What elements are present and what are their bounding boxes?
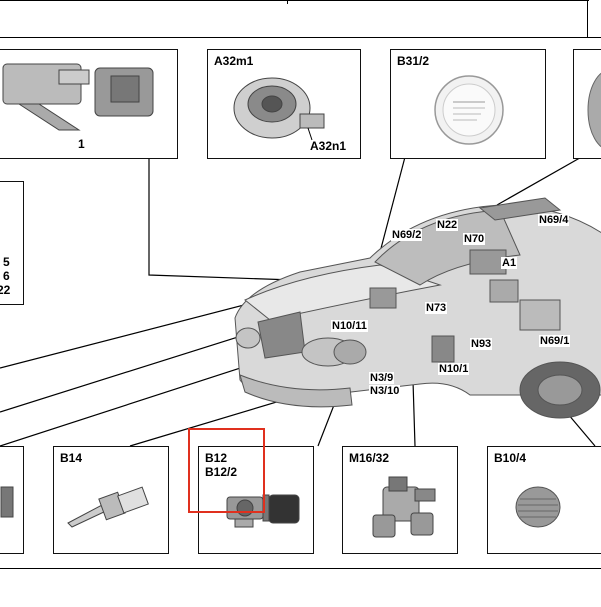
grille-sensor-illustration	[515, 486, 561, 528]
unit-1-label: 1	[78, 137, 85, 151]
callout-n69-4: N69/4	[538, 214, 570, 226]
callout-n22: N22	[436, 219, 459, 231]
b31-2-label: B31/2	[397, 54, 430, 68]
bottom-border-line	[0, 568, 601, 569]
callout-n93: N93	[470, 338, 493, 350]
a32m1-label: A32m1	[214, 54, 254, 68]
right-component-illustration	[587, 72, 601, 148]
temperature-sensor-illustration	[67, 486, 149, 528]
highlight-box-b12	[188, 428, 265, 513]
component-box-b31-2: B31/2	[390, 49, 546, 159]
callout-n3-10: N3/10	[369, 385, 401, 397]
left-number-22: 22	[0, 283, 11, 297]
component-box-b14: B14	[53, 446, 169, 554]
callout-n3-9: N3/9	[369, 372, 395, 384]
callout-n69-1: N69/1	[539, 335, 571, 347]
component-box-unit-1: 1	[0, 49, 178, 159]
b14-label: B14	[60, 451, 83, 465]
component-box-b10-4: B10/4	[487, 446, 601, 554]
sensor-disc-illustration	[434, 75, 504, 145]
left-partial-box: 5 6 22	[0, 181, 24, 305]
hvac-unit-illustration	[2, 63, 154, 131]
b10-4-label: B10/4	[494, 451, 527, 465]
callout-a1: A1	[501, 257, 518, 269]
b12-2-label: B12/2	[205, 465, 238, 479]
component-box-bottom-left-partial	[0, 446, 24, 554]
valve-illustration	[372, 476, 436, 538]
bottom-left-component-illustration	[0, 486, 14, 518]
callout-n73: N73	[425, 302, 448, 314]
top-border-line	[0, 0, 589, 1]
b12-label: B12	[205, 451, 228, 465]
callout-n10-1: N10/1	[438, 363, 470, 375]
component-box-m16-32: M16/32	[342, 446, 458, 554]
callout-n70: N70	[463, 233, 486, 245]
left-number-5: 5	[3, 255, 10, 269]
left-number-6: 6	[3, 269, 10, 283]
top-right-divider	[587, 0, 588, 37]
callout-n69-2: N69/2	[391, 229, 423, 241]
a32n1-label: A32n1	[310, 139, 347, 153]
component-box-b12: B12 B12/2	[198, 446, 314, 554]
component-box-right-partial	[573, 49, 601, 159]
m16-32-label: M16/32	[349, 451, 390, 465]
component-box-a32m1: A32m1 A32n1	[207, 49, 361, 159]
top-divider	[287, 0, 288, 4]
callout-n10-11: N10/11	[331, 320, 368, 332]
blower-motor-illustration	[233, 77, 325, 141]
top-border-line-2	[0, 37, 601, 38]
